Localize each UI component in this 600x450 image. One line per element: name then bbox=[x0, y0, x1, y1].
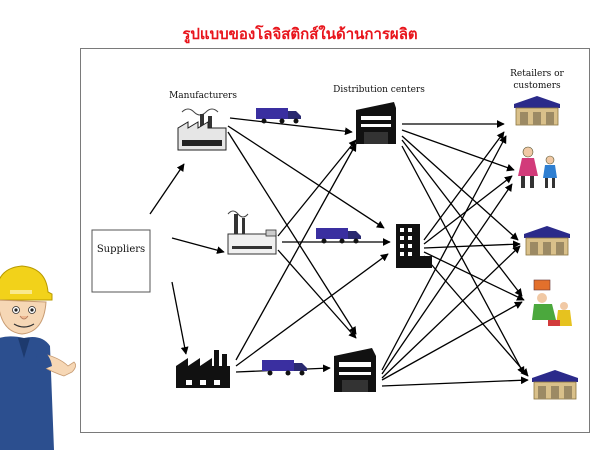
flow-arrow bbox=[149, 163, 185, 215]
flow-arrow bbox=[381, 245, 521, 379]
warehouse-icon bbox=[334, 348, 376, 392]
flow-arrows bbox=[149, 117, 529, 387]
factory-icon bbox=[177, 108, 227, 151]
flow-arrow bbox=[235, 143, 357, 361]
suppliers-label: Suppliers bbox=[97, 244, 145, 255]
store-icon bbox=[514, 96, 560, 126]
flow-arrow bbox=[381, 135, 507, 371]
flow-arrow bbox=[423, 255, 529, 377]
truck-icon bbox=[262, 360, 307, 376]
customers-icon bbox=[518, 146, 557, 188]
store-icon bbox=[524, 226, 570, 256]
flow-arrow bbox=[227, 125, 385, 229]
customers-icon bbox=[532, 279, 572, 326]
retailers-label: Retailers or bbox=[510, 69, 564, 79]
flow-arrow bbox=[229, 117, 353, 136]
customers-label: customers bbox=[513, 81, 561, 91]
flow-arrow bbox=[277, 139, 357, 237]
truck-icon bbox=[256, 108, 301, 124]
flow-arrow bbox=[381, 376, 529, 387]
office-building-icon bbox=[396, 224, 432, 268]
flow-arrow bbox=[171, 237, 225, 254]
flow-arrow bbox=[381, 183, 513, 375]
flow-arrow bbox=[227, 131, 357, 335]
flow-arrow bbox=[235, 253, 389, 367]
warehouse-icon bbox=[356, 102, 396, 144]
flow-arrow bbox=[277, 249, 357, 339]
factory-icon bbox=[227, 210, 277, 255]
flow-arrow bbox=[423, 175, 513, 245]
flow-arrow bbox=[423, 240, 521, 249]
flow-arrow bbox=[423, 131, 505, 241]
store-icon bbox=[532, 370, 578, 400]
page-title: รูปแบบของโลจิสติกส์ในด้านการผลิต bbox=[182, 25, 418, 43]
truck-icon bbox=[316, 228, 361, 244]
flow-arrow bbox=[171, 281, 189, 355]
flow-arrow bbox=[401, 129, 515, 172]
flow-arrow bbox=[401, 145, 525, 375]
distribution-centers-label: Distribution centers bbox=[333, 85, 425, 95]
factory-icon bbox=[176, 350, 230, 388]
flow-arrow bbox=[401, 135, 519, 241]
suppliers-node: Suppliers bbox=[91, 229, 151, 293]
flow-arrow bbox=[423, 251, 525, 301]
flow-arrow bbox=[381, 301, 523, 381]
manufacturers-label: Manufacturers bbox=[169, 91, 237, 101]
engineer-mascot-icon bbox=[0, 265, 76, 450]
